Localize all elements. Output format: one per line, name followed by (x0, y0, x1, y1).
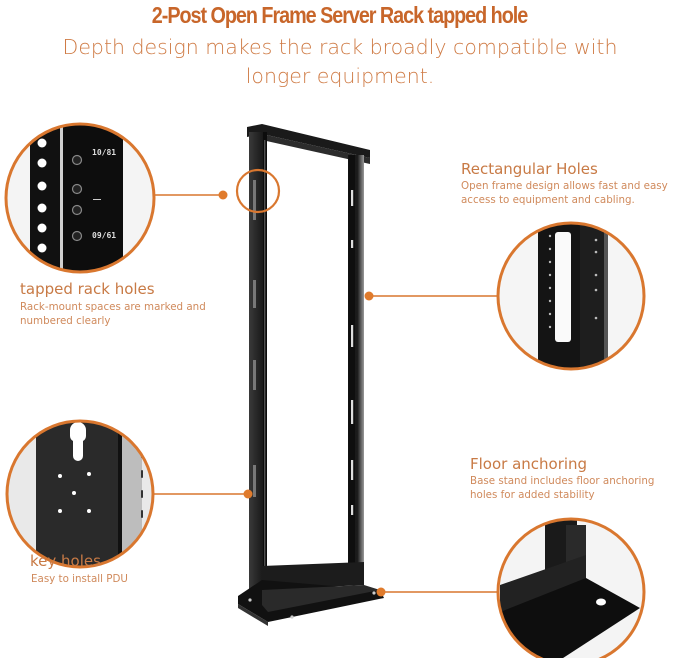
rectangular-holes-description: Open frame design allows fast and easy a… (461, 180, 668, 206)
tapped-rack-holes-description: Rack-mount spaces are marked and numbere… (20, 301, 206, 327)
rack-unit-label-top: 10/81 (92, 148, 116, 157)
floor-anchoring-description: Base stand includes floor anchoring hole… (470, 475, 655, 501)
highlight-ring (235, 168, 281, 214)
tapped-rack-holes-title: tapped rack holes (20, 280, 155, 298)
rectangular-holes-zoom (496, 221, 646, 371)
rectangular-holes-title: Rectangular Holes (461, 160, 598, 178)
key-holes-title: key holes (30, 552, 101, 570)
page-title: 2-Post Open Frame Server Rack tapped hol… (151, 2, 528, 28)
server-rack (238, 124, 384, 626)
page-subtitle: Depth design makes the rack broadly comp… (62, 35, 618, 88)
rack-unit-label-bottom: 09/61 (92, 231, 116, 240)
connector-dots (218, 190, 386, 597)
key-holes-description: Easy to install PDU (31, 573, 128, 585)
key-holes-zoom (5, 419, 155, 569)
connector-lines (153, 194, 498, 593)
tapped-rack-holes-zoom: 10/81 09/61 (4, 122, 156, 274)
floor-anchoring-zoom (496, 517, 646, 658)
floor-anchoring-title: Floor anchoring (470, 455, 588, 473)
